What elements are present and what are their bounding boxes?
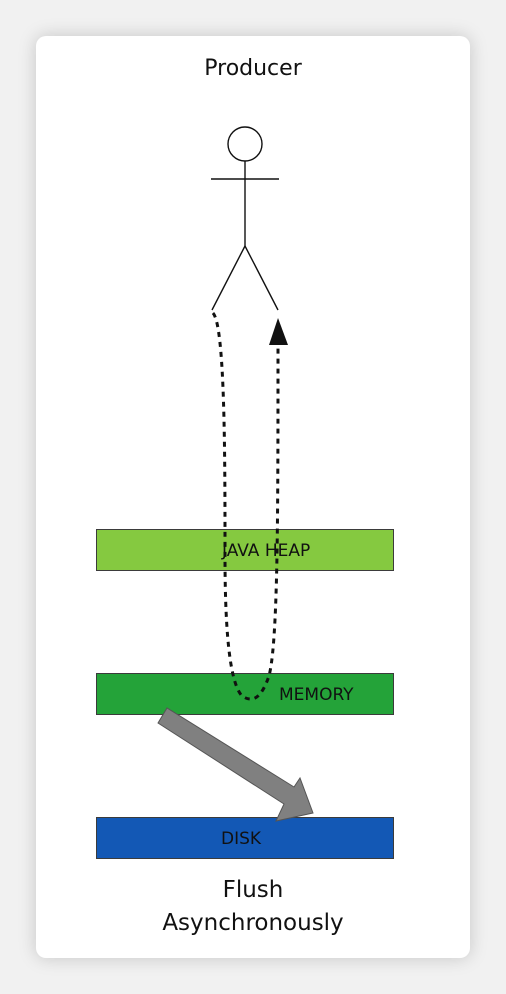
flush-caption-line1: Flush [222,877,284,903]
diagram-card: Producer JAVA HEAP MEMORY DISK Flush Asy… [36,36,470,958]
java-heap-label: JAVA HEAP [222,541,311,561]
memory-bar: MEMORY [96,673,394,715]
disk-label: DISK [221,829,262,849]
round-trip-dashed-path [211,311,280,701]
flush-caption: Flush Asynchronously [36,874,470,940]
producer-stick-figure-icon [211,126,279,311]
memory-label: MEMORY [279,685,354,705]
producer-title: Producer [204,56,302,81]
java-heap-bar: JAVA HEAP [96,529,394,571]
flush-caption-line2: Asynchronously [162,910,344,936]
flush-arrow-icon [157,707,314,822]
return-arrowhead-icon [269,318,288,345]
disk-bar: DISK [96,817,394,859]
